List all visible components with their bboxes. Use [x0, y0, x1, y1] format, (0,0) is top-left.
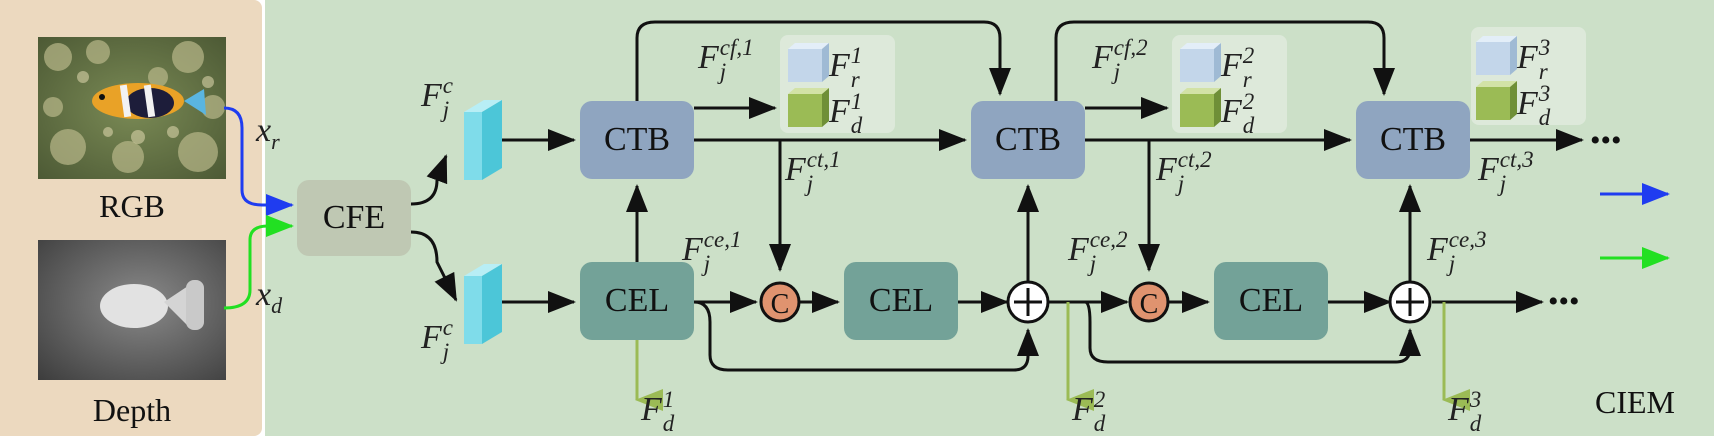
concat-node-2: C [1128, 281, 1170, 323]
depth-caption: Depth [92, 392, 172, 428]
label-xr: xr [256, 112, 280, 154]
cfe-block: CFE [297, 180, 411, 256]
cel-block-3: CEL [1214, 262, 1328, 340]
rgb-caption: RGB [99, 188, 165, 224]
depth-image [38, 240, 226, 380]
label-xd: xd [256, 276, 283, 318]
ciem-label: CIEM [1595, 384, 1675, 420]
feature-cube-top [464, 100, 502, 180]
concat-label-2: C [1140, 289, 1159, 320]
ellipsis-top: ••• [1590, 124, 1622, 157]
concat-label-1: C [771, 289, 790, 320]
ctb-block-2: CTB [971, 101, 1085, 179]
feature-cube-bottom [464, 264, 502, 344]
ctb-block-1: CTB [580, 101, 694, 179]
concat-node-1: C [759, 281, 801, 323]
cel-block-1: CEL [580, 262, 694, 340]
rgb-image [38, 37, 226, 179]
cel-block-2: CEL [844, 262, 958, 340]
ellipsis-bottom: ••• [1548, 285, 1580, 318]
add-node-1 [1006, 280, 1050, 324]
ctb-block-3: CTB [1356, 101, 1470, 179]
add-node-2 [1388, 280, 1432, 324]
